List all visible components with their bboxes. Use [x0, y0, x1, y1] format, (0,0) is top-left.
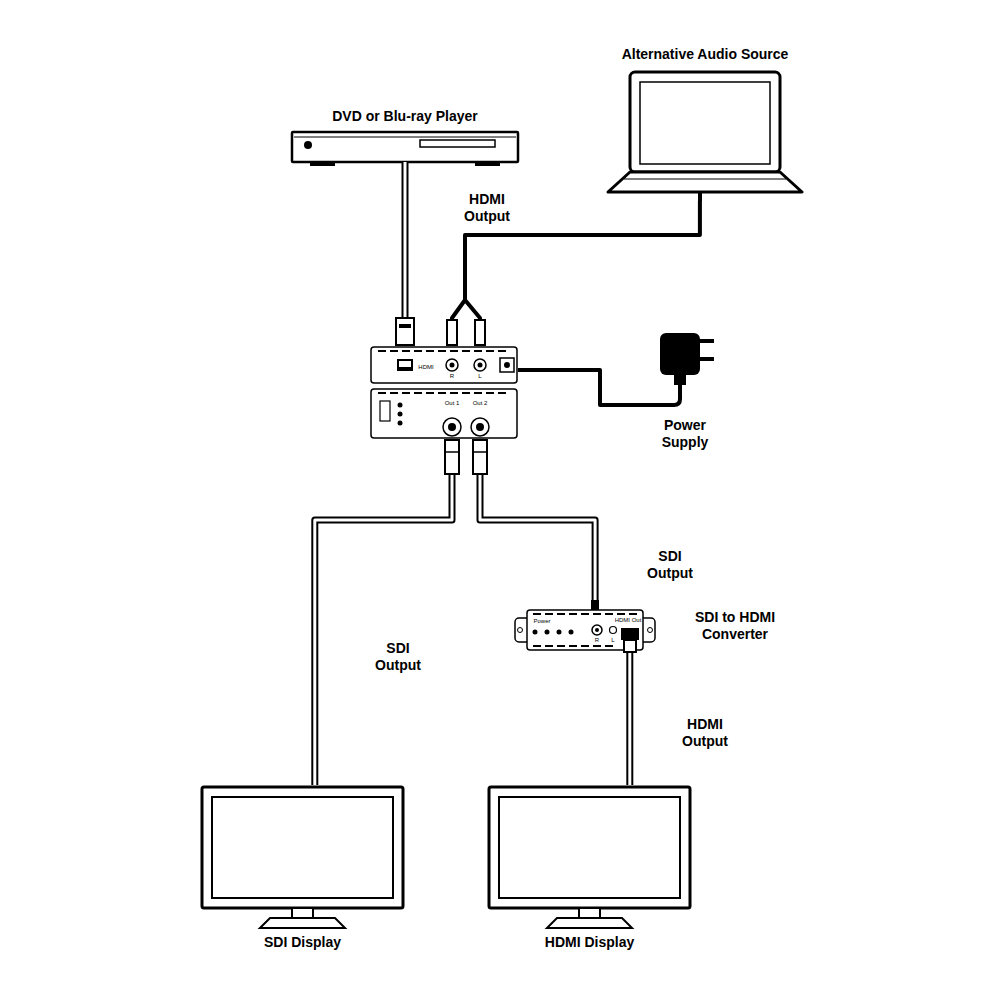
bnc-plug-ring: [473, 451, 487, 453]
dvd-player: DVD or Blu-ray Player: [270, 108, 540, 170]
device-label: HDMI Display: [487, 934, 692, 951]
hdmi-plug: [396, 318, 414, 345]
rca-plug: [475, 320, 485, 345]
hdmi-plug-grip: [399, 324, 411, 328]
cable-stroke: [518, 370, 630, 405]
port-label: Power: [529, 618, 555, 625]
device-label: DVD or Blu-ray Player: [270, 108, 540, 125]
port-label: R: [446, 373, 458, 380]
power-supply: Power Supply: [630, 325, 740, 455]
rca-plug: [447, 320, 457, 345]
sdi-display-drawing: [200, 785, 405, 955]
port-label: L: [609, 637, 617, 644]
port-label: R: [593, 637, 601, 644]
device-label: SDI to HDMI Converter: [680, 609, 790, 643]
port-label: Out 1: [442, 400, 462, 407]
laptop-drawing: [590, 46, 820, 201]
sdi-to-hdmi-converter: SDI to HDMI Converter Power HDMI OutR L: [515, 600, 795, 652]
port-label: HDMI Out: [613, 617, 643, 624]
cable-stroke: [315, 440, 452, 785]
cable-stroke: [315, 440, 452, 785]
hdmi-display: HDMI Display: [487, 785, 692, 955]
hdmi-to-sdi-converter-drawing: [370, 345, 518, 440]
laptop: Alternative Audio Source: [590, 46, 820, 201]
video-cable: [315, 440, 452, 785]
cable-label: HDMI Output: [453, 191, 521, 225]
cable-label: SDI Output: [364, 640, 432, 674]
port-label: L: [474, 373, 486, 380]
bnc-plug: [445, 440, 459, 474]
hdmi-display-drawing: [487, 785, 692, 955]
cable-label: SDI Output: [636, 548, 704, 582]
port-label: HDMI: [416, 364, 436, 371]
cable-stroke: [480, 440, 595, 600]
video-cable: [629, 652, 630, 785]
sdi-display: SDI Display: [200, 785, 405, 955]
cable-stroke: [628, 652, 631, 785]
bnc-plug-ring: [445, 451, 459, 453]
cord: [518, 370, 630, 405]
cable-stroke: [480, 440, 595, 600]
port-label: Out 2: [470, 400, 490, 407]
device-label: SDI Display: [200, 934, 405, 951]
bnc-plug: [473, 440, 487, 474]
cable-stroke: [626, 652, 633, 785]
device-label: Power Supply: [650, 417, 720, 451]
hdmi-to-sdi-converter: HDMI R L Out 1 Out 2: [370, 345, 518, 440]
device-label: Alternative Audio Source: [590, 46, 820, 63]
cable-label: HDMI Output: [671, 716, 739, 750]
video-cable: [480, 440, 595, 600]
